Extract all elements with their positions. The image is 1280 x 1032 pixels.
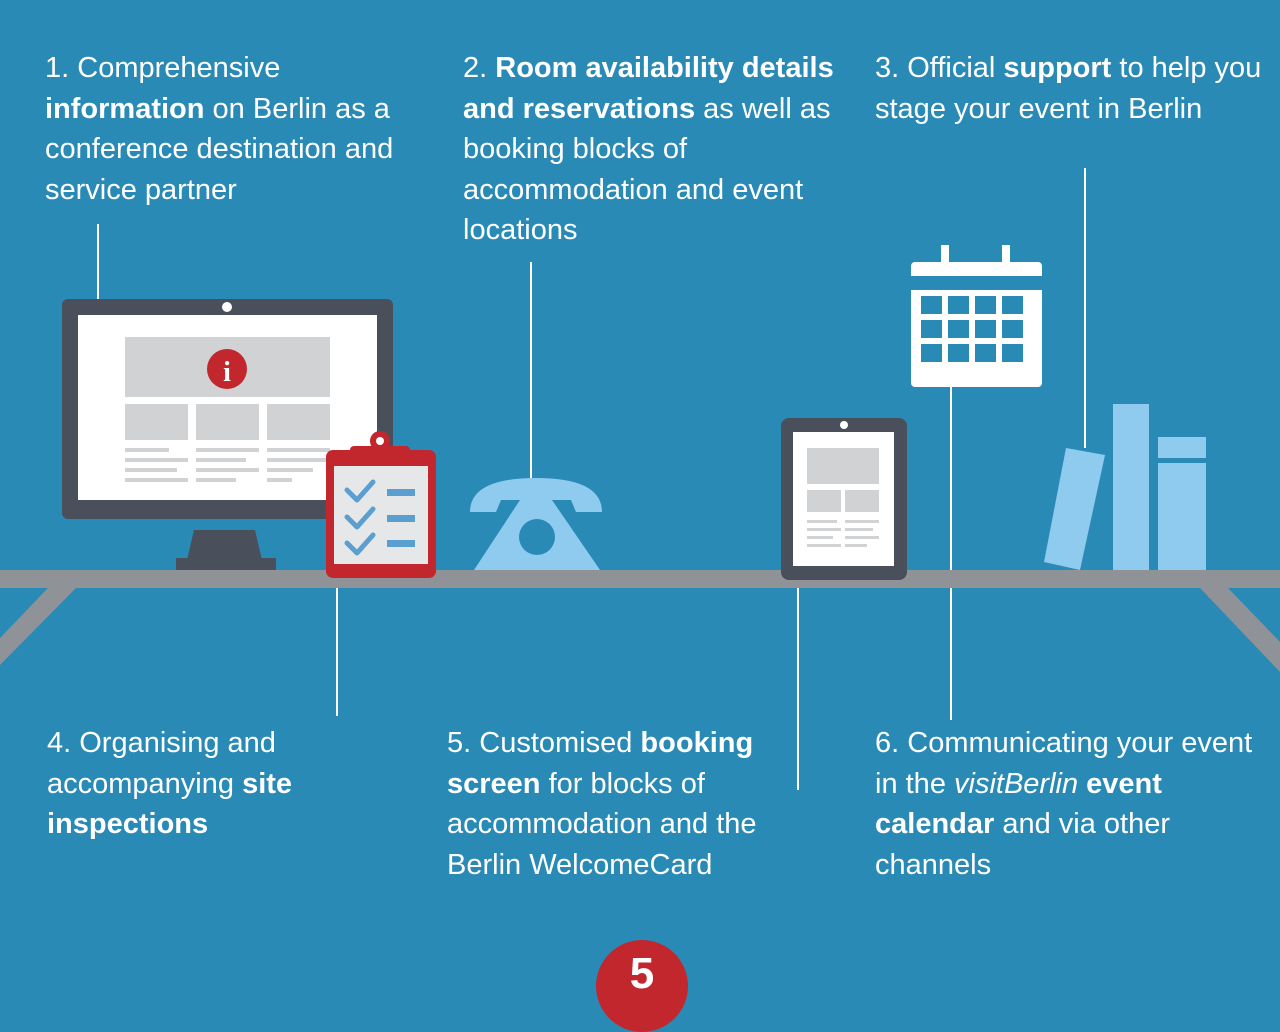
feature-3-text: 3. Official support to help you stage yo… xyxy=(875,52,1262,125)
info-glyph: i xyxy=(223,357,231,388)
feature-5-text: 5. Customised booking screen for blocks … xyxy=(447,727,757,881)
telephone-icon xyxy=(470,478,602,570)
leader-lines xyxy=(97,168,1086,790)
feature-6-text: 6. Communicating your event in the visit… xyxy=(875,727,1253,881)
shelf xyxy=(0,570,1280,672)
page-number-badge: 5 xyxy=(596,940,688,1032)
feature-1-text: 1. Comprehensive information on Berlin a… xyxy=(45,52,394,206)
monitor-info-icon: i xyxy=(62,299,393,570)
illustration: i xyxy=(0,168,1280,790)
infographic: i xyxy=(0,52,1280,1032)
feature-4-text: 4. Organising and accompanying site insp… xyxy=(47,727,293,840)
shelf-right-bracket xyxy=(1200,588,1280,672)
shelf-left-bracket xyxy=(0,588,76,665)
books-icon xyxy=(1044,404,1206,570)
feature-2-text: 2. Room availability details and reserva… xyxy=(463,52,834,246)
clipboard-checklist-icon xyxy=(326,431,436,578)
page-number: 5 xyxy=(629,949,655,998)
shelf-board xyxy=(0,570,1280,588)
calendar-icon xyxy=(911,245,1042,387)
tablet-icon xyxy=(781,418,907,580)
